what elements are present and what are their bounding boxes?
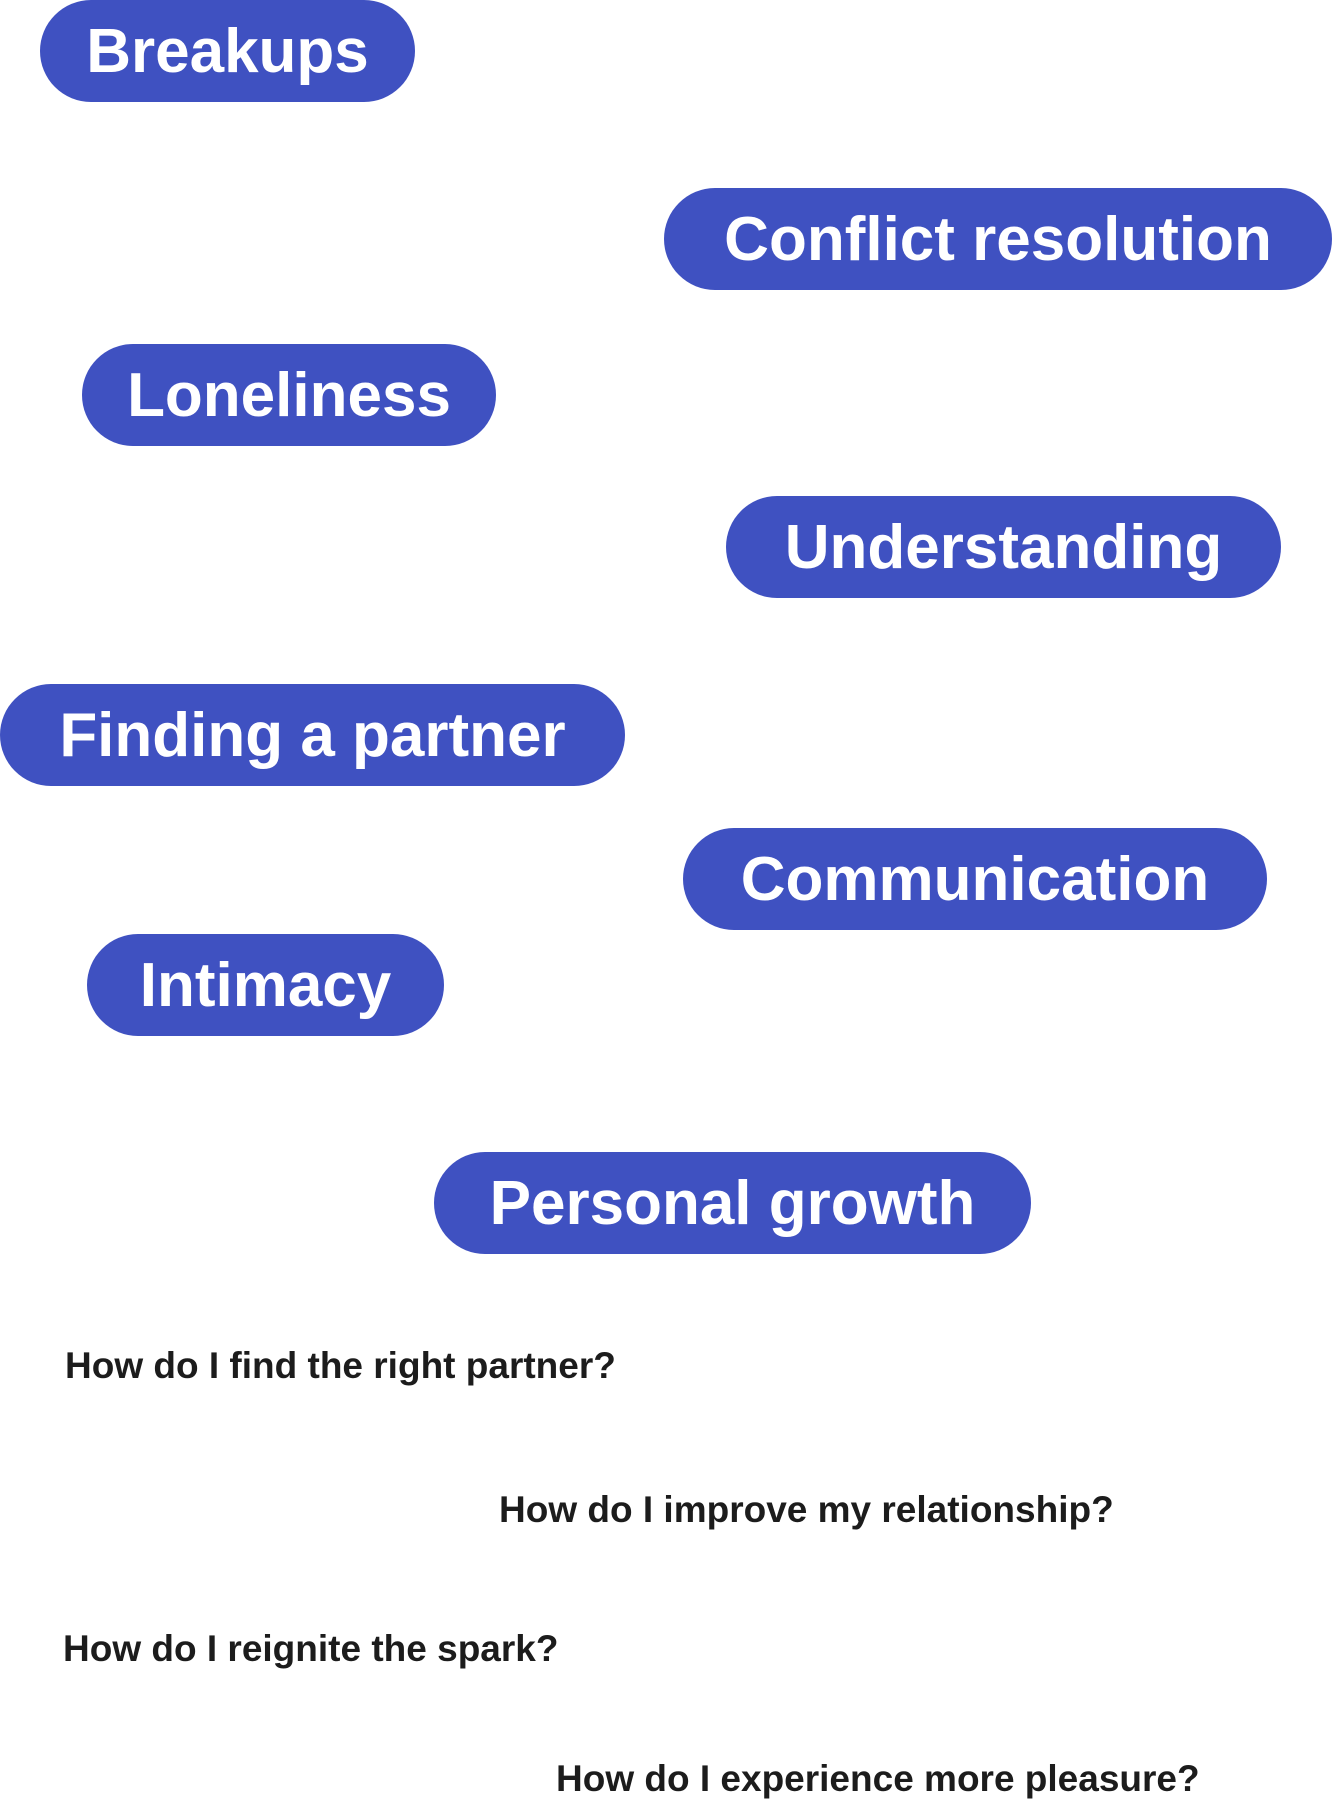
topic-intimacy[interactable]: Intimacy [87,934,444,1036]
question-improve-relationship[interactable]: How do I improve my relationship? [499,1489,1114,1530]
topic-loneliness[interactable]: Loneliness [82,344,496,446]
topic-communication[interactable]: Communication [683,828,1267,930]
question-find-partner[interactable]: How do I find the right partner? [65,1345,616,1386]
topic-conflict-resolution[interactable]: Conflict resolution [664,188,1332,290]
topic-finding-a-partner[interactable]: Finding a partner [0,684,625,786]
topic-breakups[interactable]: Breakups [40,0,415,102]
topic-personal-growth[interactable]: Personal growth [434,1152,1031,1254]
question-more-pleasure[interactable]: How do I experience more pleasure? [556,1758,1200,1799]
question-reignite-spark[interactable]: How do I reignite the spark? [63,1628,559,1669]
topic-understanding[interactable]: Understanding [726,496,1281,598]
